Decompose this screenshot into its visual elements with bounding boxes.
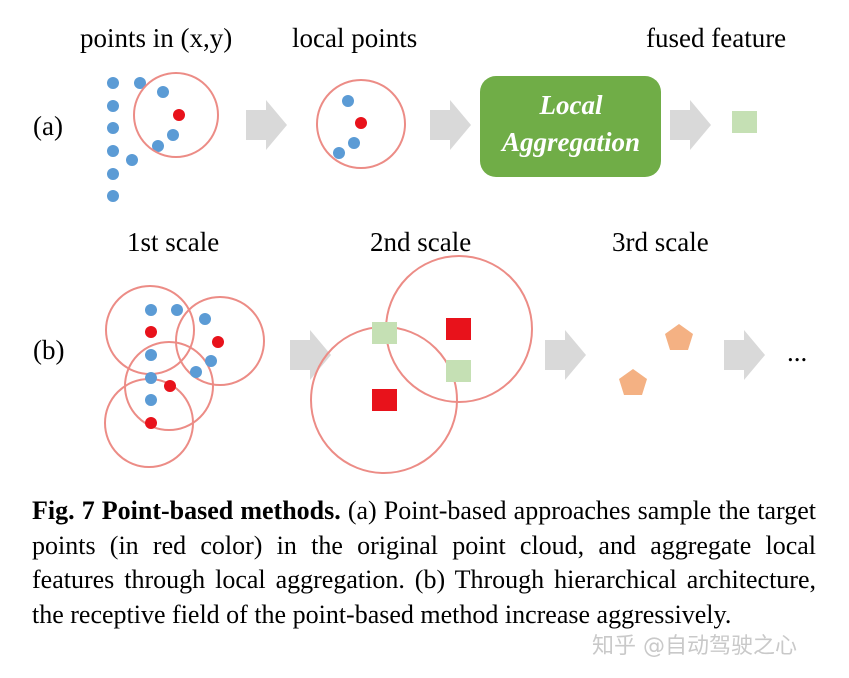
ellipsis-text: ... xyxy=(787,337,807,367)
aggregation-label-line1: Local xyxy=(539,90,603,120)
third-scale-group xyxy=(619,324,693,395)
fused-feature-square xyxy=(732,111,757,133)
blue-point xyxy=(171,304,183,316)
blue-point xyxy=(348,137,360,149)
arrow-icon xyxy=(724,330,765,380)
second-scale-group xyxy=(310,255,533,474)
point-based-diagram: points in (x,y) local points fused featu… xyxy=(33,23,807,474)
row-b-label: (b) xyxy=(33,335,64,365)
blue-point xyxy=(157,86,169,98)
red-target-point xyxy=(145,417,157,429)
first-scale-group xyxy=(104,285,265,468)
red-target-point xyxy=(145,326,157,338)
blue-point xyxy=(145,394,157,406)
blue-point xyxy=(199,313,211,325)
blue-point xyxy=(107,122,119,134)
arrow-icon xyxy=(545,330,586,380)
light-feature-square xyxy=(446,360,471,382)
label-2nd-scale: 2nd scale xyxy=(370,227,471,257)
local-aggregation-box: Local Aggregation xyxy=(480,76,661,177)
label-1st-scale: 1st scale xyxy=(127,227,219,257)
blue-point xyxy=(107,145,119,157)
input-point-cloud xyxy=(107,72,219,202)
row-a-label: (a) xyxy=(33,111,63,141)
label-points-in-xy: points in (x,y) xyxy=(80,23,232,53)
red-feature-square xyxy=(446,318,471,340)
blue-point xyxy=(333,147,345,159)
label-local-points: local points xyxy=(292,23,417,53)
neighborhood-circle xyxy=(133,72,219,158)
arrow-icon xyxy=(430,100,471,150)
blue-point xyxy=(167,129,179,141)
label-3rd-scale: 3rd scale xyxy=(612,227,709,257)
local-points-group xyxy=(316,79,406,169)
arrow-icon xyxy=(290,330,331,380)
blue-point xyxy=(126,154,138,166)
scale1-circle xyxy=(175,296,265,386)
blue-point xyxy=(205,355,217,367)
blue-point xyxy=(152,140,164,152)
blue-point xyxy=(145,304,157,316)
label-fused-feature: fused feature xyxy=(646,23,786,53)
arrow-icon xyxy=(670,100,711,150)
local-neighborhood-circle xyxy=(316,79,406,169)
blue-point xyxy=(342,95,354,107)
blue-point xyxy=(145,372,157,384)
blue-point xyxy=(107,77,119,89)
blue-point xyxy=(190,366,202,378)
blue-point xyxy=(107,168,119,180)
pentagon-feature xyxy=(619,369,647,395)
blue-point xyxy=(134,77,146,89)
blue-point xyxy=(145,349,157,361)
aggregation-label-line2: Aggregation xyxy=(500,127,640,157)
blue-point xyxy=(107,100,119,112)
blue-point xyxy=(107,190,119,202)
caption-figure-label: Fig. 7 Point-based methods. xyxy=(32,496,341,525)
watermark-text: 知乎 @自动驾驶之心 xyxy=(592,634,797,659)
red-target-point xyxy=(212,336,224,348)
red-target-point xyxy=(173,109,185,121)
pentagon-feature xyxy=(665,324,693,350)
red-feature-square xyxy=(372,389,397,411)
caption-text: (a) Point-based approaches sample the ta… xyxy=(32,496,816,629)
red-target-point xyxy=(355,117,367,129)
figure-caption: Fig. 7 Point-based methods. (a) Point-ba… xyxy=(32,494,816,632)
arrow-icon xyxy=(246,100,287,150)
red-target-point xyxy=(164,380,176,392)
light-feature-square xyxy=(372,322,397,344)
